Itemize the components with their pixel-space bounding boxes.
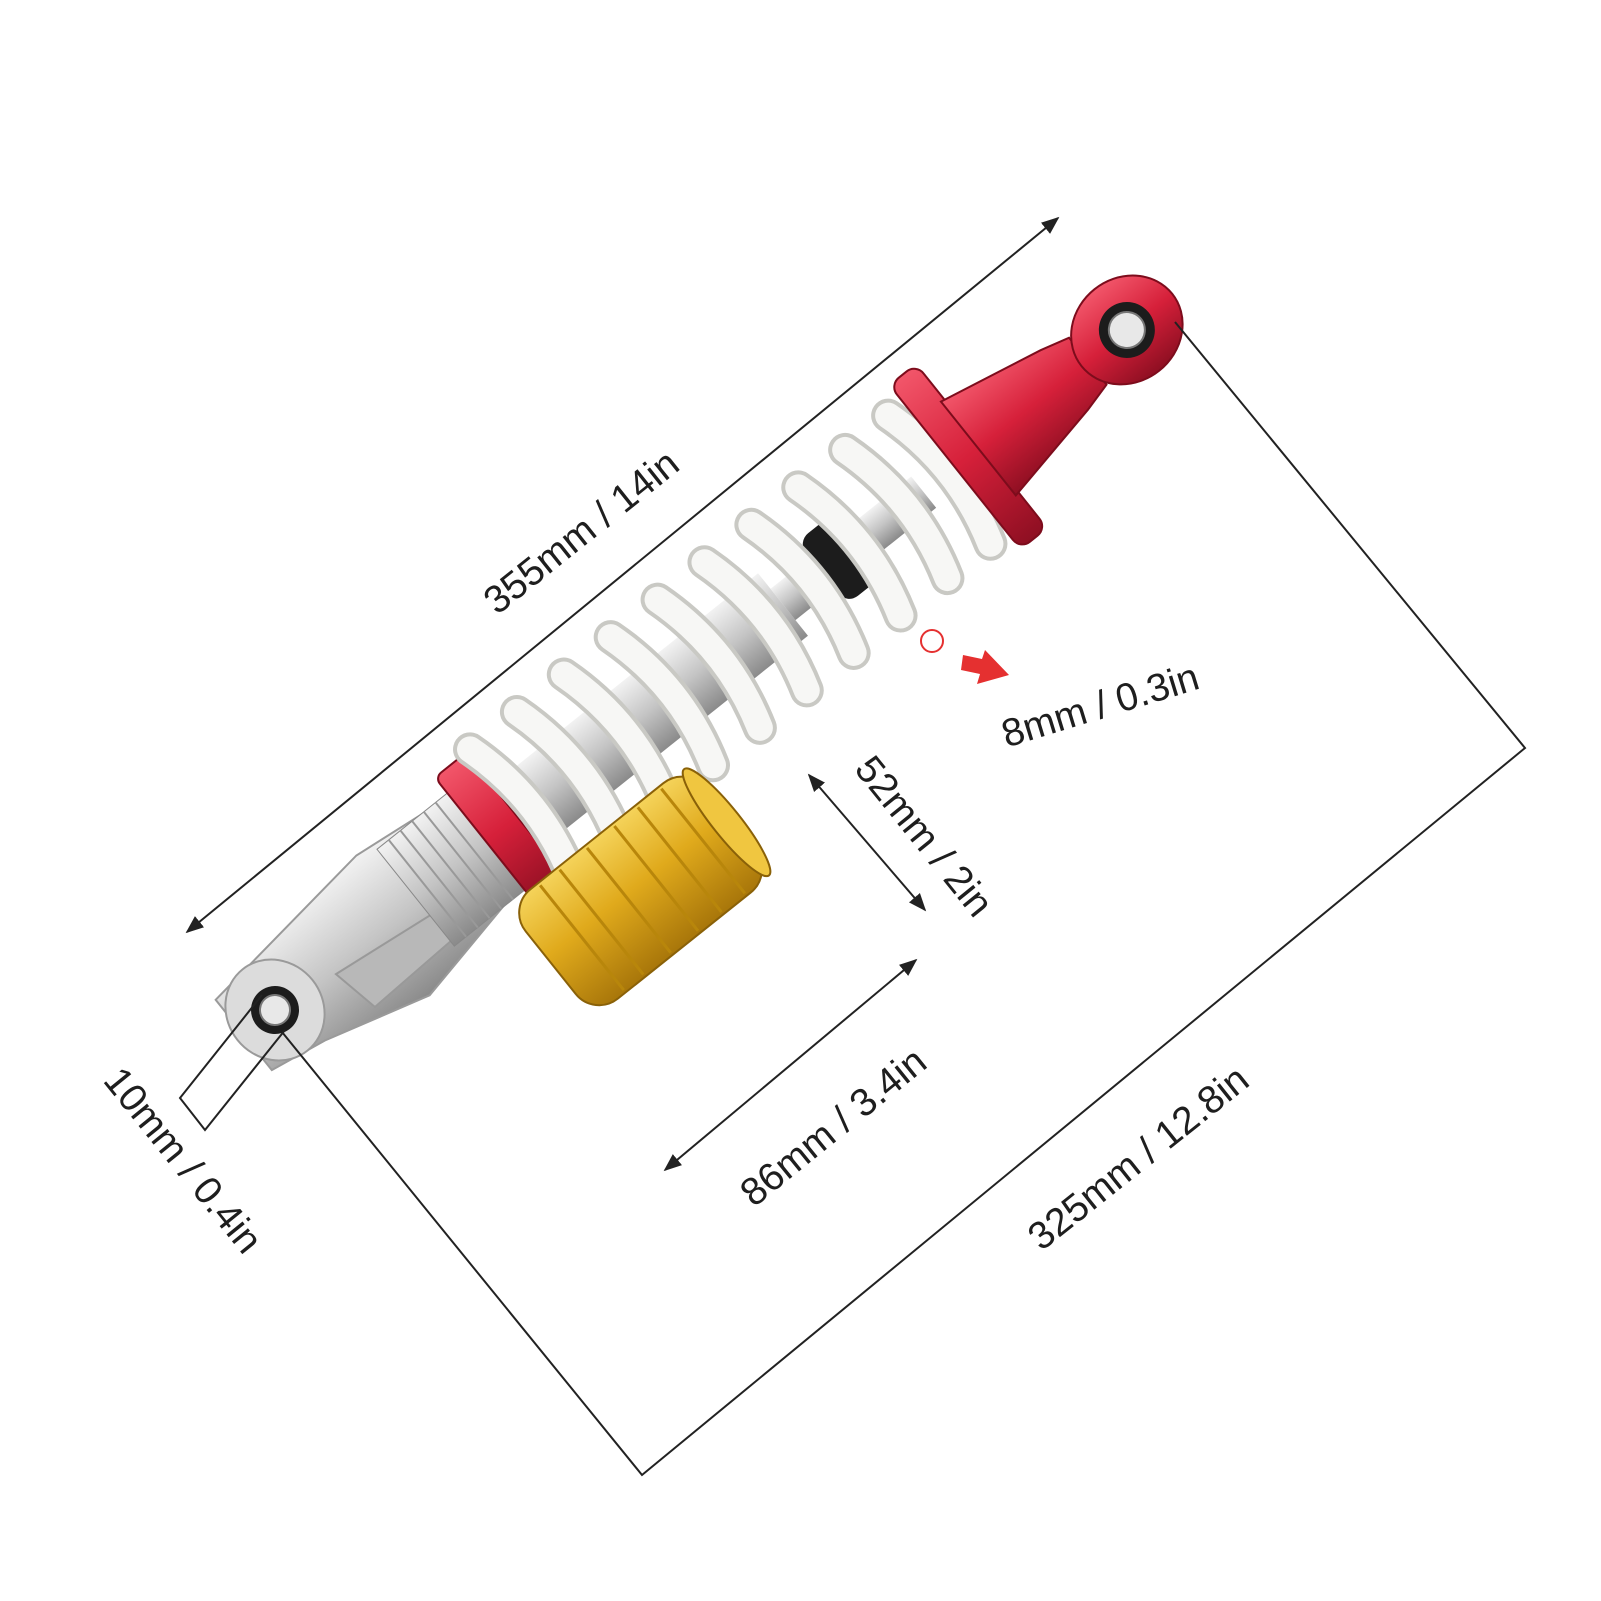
red-arrow-icon (961, 650, 1009, 684)
label-spring-wire: 8mm / 0.3in (997, 656, 1204, 757)
label-eye-to-eye: 325mm / 12.8in (1020, 1058, 1257, 1259)
reservoir-length-arrow (663, 958, 918, 1172)
total-length-arrow (185, 216, 1060, 934)
label-reservoir-diameter: 52mm / 2in (846, 748, 1001, 925)
label-reservoir-length: 86mm / 3.4in (732, 1040, 934, 1215)
bore-bracket (178, 994, 286, 1132)
reservoir-diameter-arrow (807, 773, 927, 912)
spring-wire-marker (920, 629, 944, 653)
label-bottom-eye-bore: 10mm / 0.4in (95, 1059, 270, 1261)
eye-to-eye-bracket (281, 321, 1527, 1477)
